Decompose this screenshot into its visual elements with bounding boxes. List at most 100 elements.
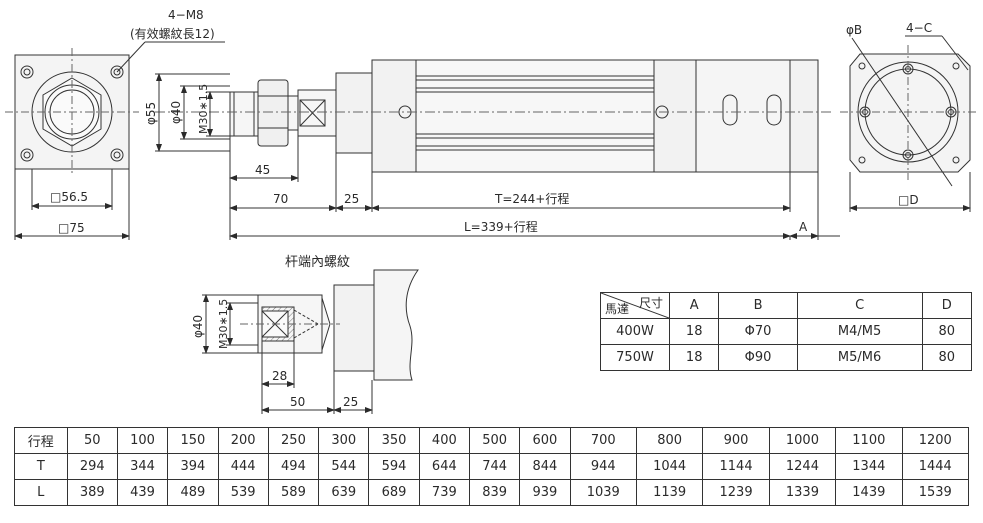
table-row: 尺寸 馬達 A B C D (600, 292, 973, 319)
table-row: T 294 344 394 444 494 544 594 644 744 84… (14, 453, 970, 480)
header-cell: 600 (519, 427, 571, 454)
table-row: 750W 18 Φ90 M5/M6 80 (600, 344, 973, 371)
table-cell: 494 (267, 453, 320, 480)
table-cell: 544 (318, 453, 370, 480)
table-cell: 1144 (702, 453, 770, 480)
header-cell: C (796, 292, 923, 319)
table-cell: 1339 (768, 479, 837, 506)
table-cell: 444 (217, 453, 269, 480)
header-cell: 900 (702, 427, 770, 454)
table-cell: Φ90 (718, 344, 798, 371)
header-cell: 250 (267, 427, 320, 454)
table-cell: 744 (468, 453, 521, 480)
header-cell: 300 (318, 427, 370, 454)
header-cell: 800 (635, 427, 704, 454)
corner-bottom-label: 馬達 (605, 302, 630, 316)
header-cell: 1100 (835, 427, 903, 454)
rod-detail-title: 杆端內螺紋 (285, 255, 350, 270)
table-cell: 1244 (768, 453, 837, 480)
table-cell: 539 (217, 479, 269, 506)
table-cell: Φ70 (718, 318, 798, 345)
table-cell: 489 (167, 479, 219, 506)
table-cell: 80 (921, 344, 973, 371)
rod-50-label: 50 (290, 395, 305, 409)
header-cell: 1200 (901, 427, 970, 454)
table-cell: 844 (519, 453, 571, 480)
table-cell: 389 (66, 479, 118, 506)
diagonal-line-icon (601, 293, 669, 318)
rod-thread-label: M30∗1.5 (217, 299, 230, 349)
dim-a-label: A (799, 220, 808, 234)
table-cell: 639 (318, 479, 370, 506)
rod-d40-label: φ40 (191, 315, 205, 338)
d40-label: φ40 (169, 101, 183, 124)
phi-b-label: φB (846, 23, 862, 37)
header-cell: 100 (116, 427, 169, 454)
table-row: L 389 439 489 539 589 639 689 739 839 93… (14, 479, 970, 506)
bolt-spec-label: 4−M8 (168, 8, 204, 22)
table-cell: 400W (600, 318, 670, 345)
four-c-label: 4−C (906, 21, 932, 35)
left-end-view (5, 41, 225, 240)
thread-label: M30∗1.5 (197, 84, 210, 134)
header-cell: 行程 (14, 427, 68, 454)
sq-56-label: □56.5 (50, 190, 88, 204)
bolt-note-label: (有效螺紋長12) (130, 26, 215, 41)
rod-end-detail (202, 269, 419, 414)
header-cell: A (668, 292, 720, 319)
table-cell: 80 (921, 318, 973, 345)
dim-45-label: 45 (255, 163, 270, 177)
header-cell: B (718, 292, 798, 319)
d55-label: φ55 (144, 102, 158, 125)
header-cell: 200 (217, 427, 269, 454)
table-cell: 594 (368, 453, 420, 480)
table-cell: 294 (66, 453, 118, 480)
table-cell: 1439 (835, 479, 903, 506)
table-cell: 939 (519, 479, 571, 506)
table-cell: 1044 (635, 453, 704, 480)
header-cell: D (921, 292, 973, 319)
sq-d-label: □D (898, 193, 919, 207)
table-cell: 1039 (569, 479, 637, 506)
sq-75-label: □75 (58, 221, 85, 235)
corner-top-label: 尺寸 (638, 296, 663, 310)
table-cell: M5/M6 (796, 344, 923, 371)
table-cell: 1139 (635, 479, 704, 506)
dim-70-label: 70 (273, 192, 288, 206)
corner-cell: 尺寸 馬達 (600, 292, 670, 319)
header-cell: 50 (66, 427, 118, 454)
table-cell: T (14, 453, 68, 480)
table-cell: 1539 (901, 479, 970, 506)
dim-l-label: L=339+行程 (464, 219, 538, 234)
side-view (155, 59, 840, 240)
table-cell: 689 (368, 479, 420, 506)
table-row: 400W 18 Φ70 M4/M5 80 (600, 318, 973, 345)
table-cell: 944 (569, 453, 637, 480)
table-cell: 839 (468, 479, 521, 506)
dim-25-label: 25 (344, 192, 359, 206)
table-cell: 1344 (835, 453, 903, 480)
table-cell: 1444 (901, 453, 970, 480)
table-cell: 644 (418, 453, 470, 480)
stroke-length-table: 行程 50 100 150 200 250 300 350 400 500 60… (14, 427, 970, 506)
header-cell: 700 (569, 427, 637, 454)
rod-28-label: 28 (272, 369, 287, 383)
table-cell: L (14, 479, 68, 506)
header-cell: 350 (368, 427, 420, 454)
header-cell: 1000 (768, 427, 837, 454)
motor-dimension-table: 尺寸 馬達 A B C D 400W 18 Φ70 M4/M5 80 750W … (600, 292, 973, 371)
rod-25-label: 25 (343, 395, 358, 409)
table-row: 行程 50 100 150 200 250 300 350 400 500 60… (14, 427, 970, 454)
header-cell: 400 (418, 427, 470, 454)
table-cell: 344 (116, 453, 169, 480)
table-cell: 18 (668, 318, 720, 345)
table-cell: 1239 (702, 479, 770, 506)
table-cell: 439 (116, 479, 169, 506)
table-cell: 18 (668, 344, 720, 371)
header-cell: 150 (167, 427, 219, 454)
table-cell: 739 (418, 479, 470, 506)
table-cell: 750W (600, 344, 670, 371)
dim-t-label: T=244+行程 (494, 191, 569, 206)
table-cell: 589 (267, 479, 320, 506)
